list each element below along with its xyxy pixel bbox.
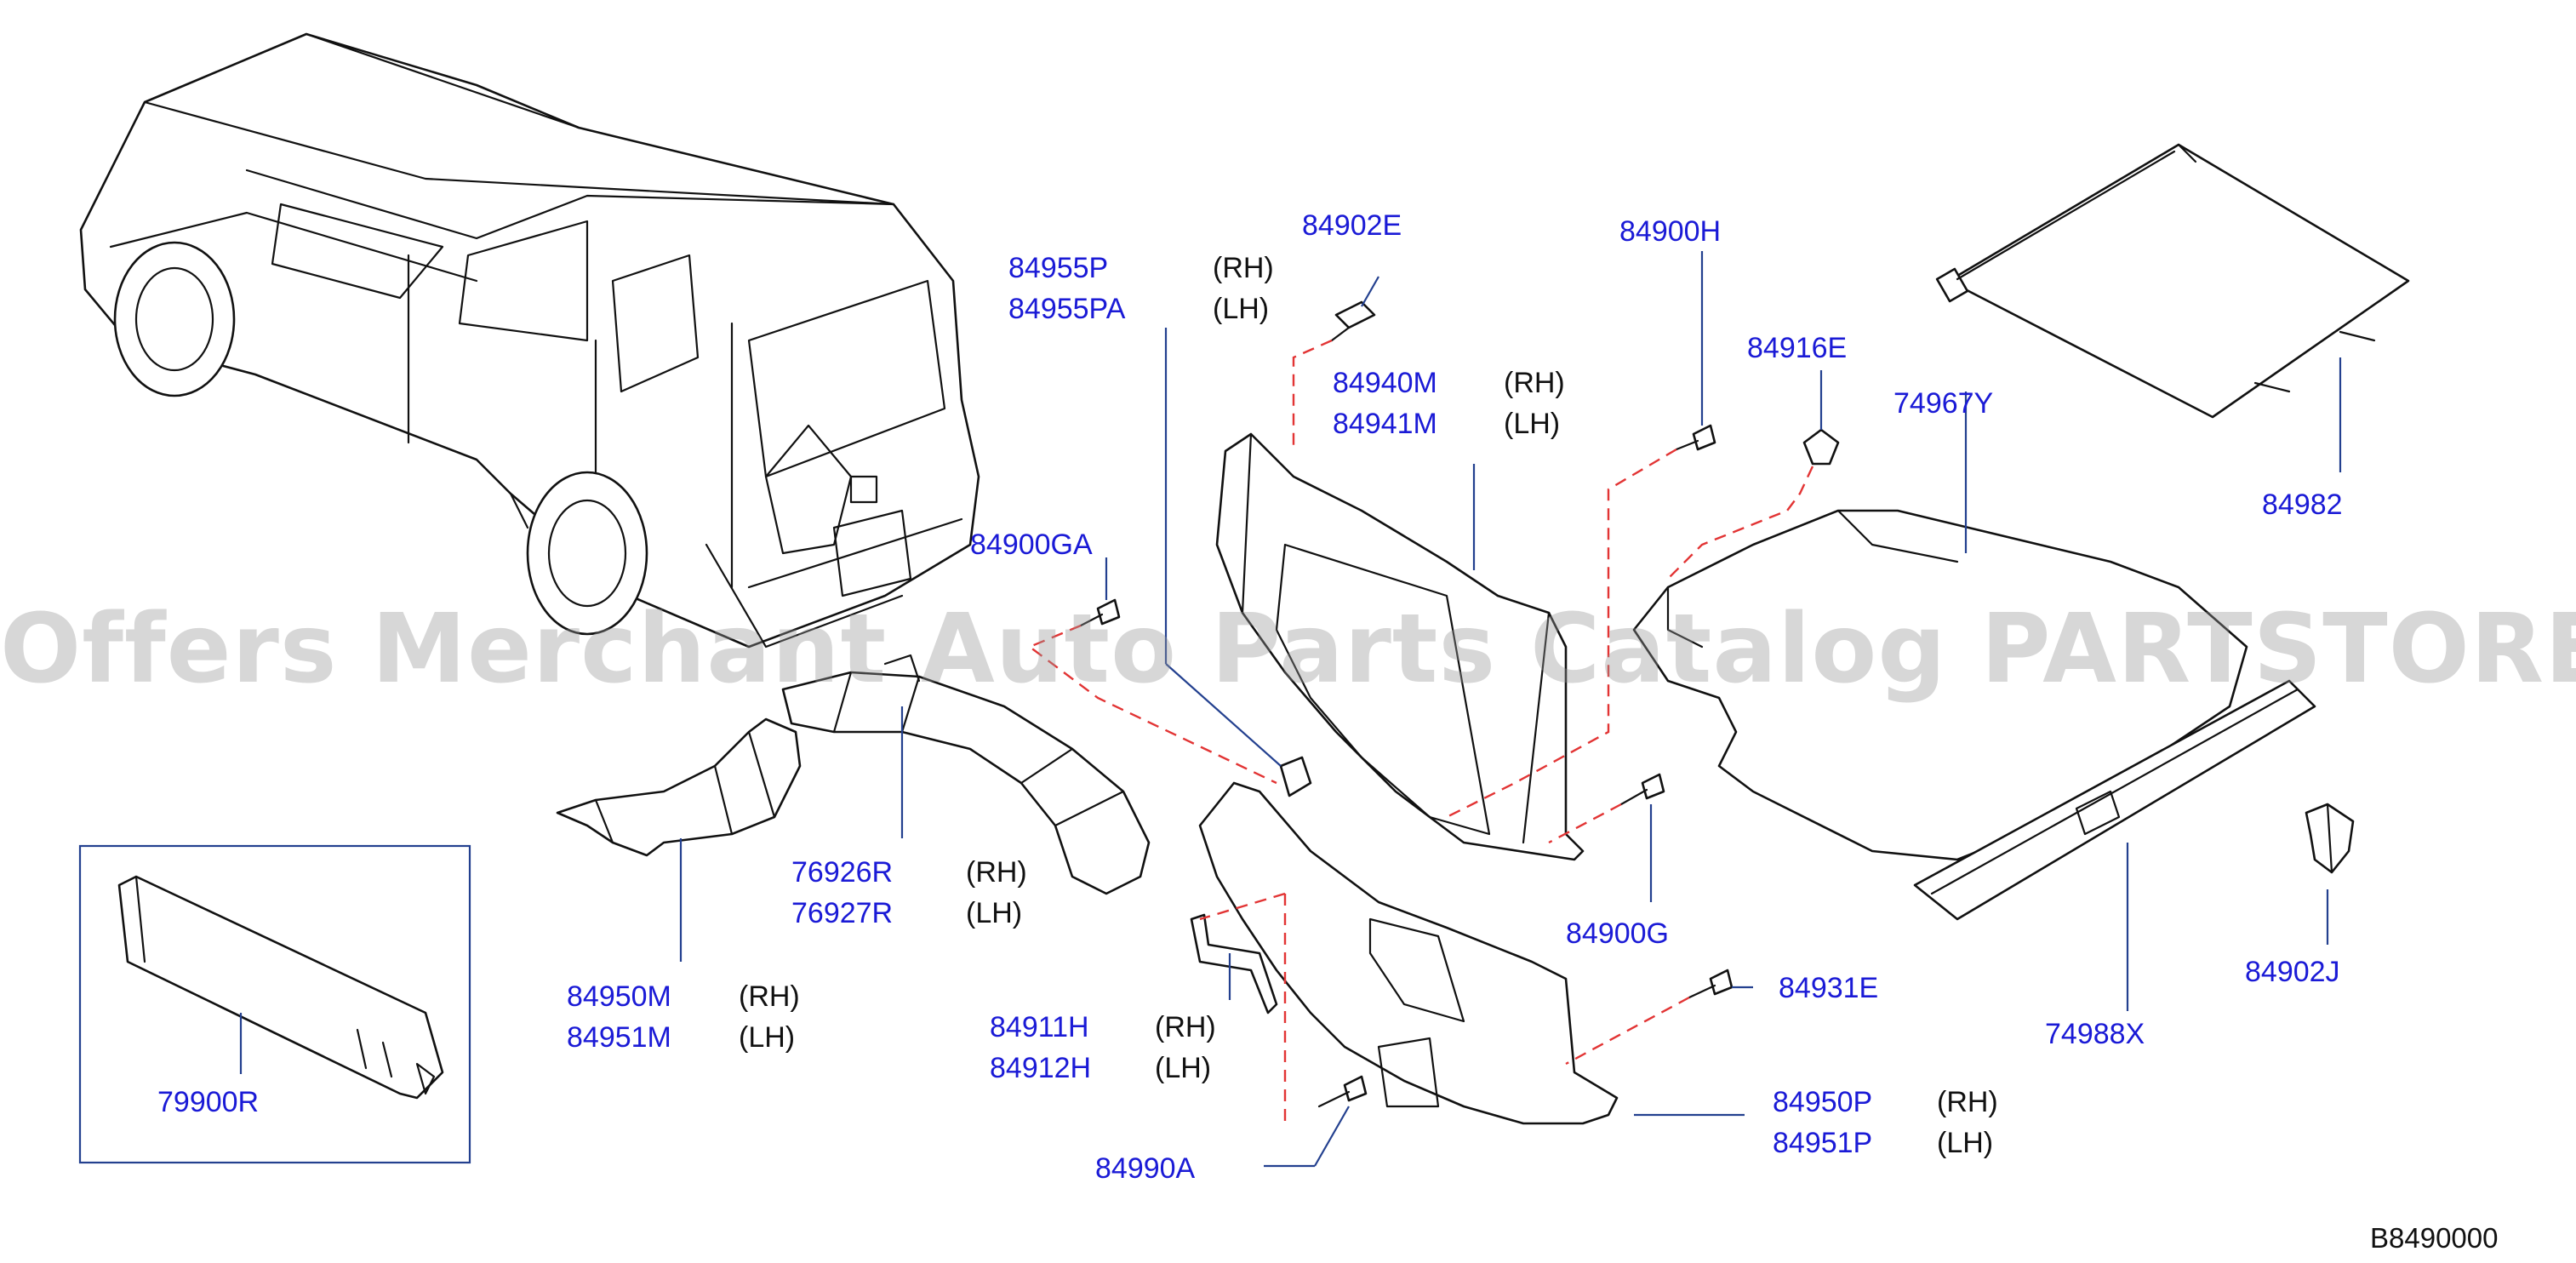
inset-frame	[78, 844, 471, 1164]
diagram-code: B8490000	[2370, 1222, 2499, 1254]
fastener-84916E	[1802, 428, 1840, 466]
part-label-74967Y[interactable]: 74967Y	[1893, 387, 1994, 420]
part-label-84941M[interactable]: 84941M	[1333, 408, 1437, 440]
part-76926R-drawing	[781, 654, 1151, 895]
part-74988X-drawing	[1913, 679, 2316, 921]
part-label-84900GA[interactable]: 84900GA	[970, 529, 1093, 561]
part-label-84955P[interactable]: 84955P	[1008, 252, 1109, 284]
part-label-84900H[interactable]: 84900H	[1619, 215, 1722, 248]
fastener-84955P	[1279, 756, 1312, 797]
fastener-84900GA	[1079, 598, 1121, 627]
side-lh: (LH)	[739, 1021, 796, 1054]
part-label-84951P[interactable]: 84951P	[1773, 1127, 1873, 1159]
part-74967Y-drawing	[1632, 509, 2248, 861]
side-lh: (LH)	[1504, 408, 1561, 440]
part-label-76926R[interactable]: 76926R	[791, 856, 894, 889]
part-label-84912H[interactable]: 84912H	[990, 1052, 1092, 1084]
part-label-84951M[interactable]: 84951M	[567, 1021, 671, 1054]
part-label-84911H[interactable]: 84911H	[990, 1011, 1089, 1043]
fastener-84931E	[1688, 969, 1734, 999]
dashed-guides	[1027, 339, 1814, 1123]
part-84940M-drawing	[1215, 432, 1585, 861]
part-label-84950M[interactable]: 84950M	[567, 980, 671, 1013]
vehicle-illustration	[79, 32, 980, 649]
side-lh: (LH)	[1213, 293, 1270, 325]
side-rh: (RH)	[1213, 252, 1274, 284]
part-79900R-drawing	[117, 875, 444, 1100]
part-label-84950P[interactable]: 84950P	[1773, 1086, 1873, 1118]
part-84950M-drawing	[556, 717, 802, 857]
side-lh: (LH)	[966, 897, 1023, 929]
part-label-84990A[interactable]: 84990A	[1095, 1152, 1196, 1185]
part-label-84940M[interactable]: 84940M	[1333, 367, 1437, 399]
fastener-84900H	[1675, 424, 1716, 451]
fastener-84900G	[1619, 773, 1665, 806]
part-label-84902J[interactable]: 84902J	[2245, 956, 2340, 988]
side-lh: (LH)	[1937, 1127, 1994, 1159]
part-label-74988X[interactable]: 74988X	[2045, 1018, 2145, 1050]
side-rh: (RH)	[1937, 1086, 1998, 1118]
clip-84902J	[2305, 803, 2355, 874]
part-label-79900R[interactable]: 79900R	[157, 1086, 260, 1118]
fastener-84990A	[1317, 1075, 1368, 1108]
side-rh: (RH)	[1155, 1011, 1216, 1043]
part-label-84900G[interactable]: 84900G	[1566, 917, 1669, 950]
part-label-84931E[interactable]: 84931E	[1779, 972, 1879, 1004]
part-label-84955PA[interactable]: 84955PA	[1008, 293, 1126, 325]
side-lh: (LH)	[1155, 1052, 1212, 1084]
part-84911H-drawing	[1190, 913, 1278, 1014]
side-rh: (RH)	[966, 856, 1027, 889]
part-label-84916E[interactable]: 84916E	[1747, 332, 1848, 364]
side-rh: (RH)	[739, 980, 800, 1013]
side-rh: (RH)	[1504, 367, 1565, 399]
part-label-76927R[interactable]: 76927R	[791, 897, 894, 929]
part-84950P-drawing	[1198, 781, 1619, 1125]
part-84982-drawing	[1935, 143, 2410, 419]
leader-lines	[239, 251, 2342, 1168]
part-label-84982[interactable]: 84982	[2262, 489, 2343, 521]
fastener-84902E	[1330, 300, 1376, 342]
part-label-84902E[interactable]: 84902E	[1302, 209, 1402, 242]
